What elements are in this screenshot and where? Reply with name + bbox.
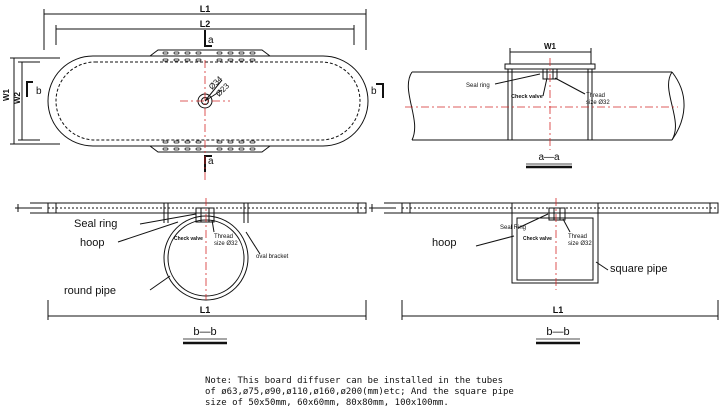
square-pipe-outer	[511, 212, 599, 284]
bb-square-dim-l1-label: L1	[553, 305, 564, 315]
dim-w2-label: W2	[13, 91, 22, 104]
aa-seal-ring-label: Seal ring	[466, 83, 490, 89]
bb-square-hoop-label: hoop	[432, 237, 456, 249]
section-a-marker-top: a	[208, 35, 214, 46]
aa-thread-label-1: Thread	[586, 93, 605, 99]
aa-dim-w1-label: W1	[544, 42, 557, 51]
bb-square-square-pipe-label: square pipe	[610, 263, 668, 275]
installation-note: Note: This board diffuser can be install…	[205, 376, 514, 409]
bb-round-oval-bracket-label: oval bracket	[256, 254, 289, 260]
section-b-marker-right: b	[371, 86, 377, 97]
bb-round-thread-label-2: size Ø32	[214, 241, 238, 247]
bb-square-check-valve-label: Check valve	[523, 236, 552, 242]
section-aa-view: W1 Seal ring Check valve Thread size Ø32…	[407, 42, 685, 169]
square-pipe-inner	[516, 217, 594, 281]
top-view: L1 L2 W1 W2 b b a a	[2, 4, 384, 172]
note-line-2: of ø63,ø75,ø90,ø110,ø160,ø200(mm)etc; An…	[205, 387, 514, 397]
bb-round-check-valve-label: Check valve	[174, 236, 203, 242]
dim-w1-label: W1	[2, 88, 11, 101]
bb-round-round-pipe-label: round pipe	[64, 285, 116, 297]
section-bb-round-view: Seal ring hoop Check valve Thread size Ø…	[15, 202, 367, 345]
bb-square-thread-label-2: size Ø32	[568, 241, 592, 247]
bb-square-seal-ring-label: Seal Ring	[500, 225, 526, 231]
note-line-3: size of 50x50mm, 60x60mm, 80x80mm, 100x1…	[205, 398, 449, 408]
dim-l1-label: L1	[200, 4, 211, 14]
aa-thread-label-2: size Ø32	[586, 100, 610, 106]
bb-round-section-title: b—b	[193, 326, 216, 338]
aa-section-title: a—a	[538, 152, 560, 163]
top-view-centerlines	[180, 60, 230, 180]
diffuser-outline	[47, 55, 369, 147]
section-aa-centerlines	[405, 58, 678, 150]
bb-square-section-title: b—b	[546, 326, 569, 338]
dim-l2-label: L2	[200, 19, 211, 29]
section-bb-square-view: Seal Ring hoop Check valve Thread size Ø…	[369, 202, 719, 345]
section-a-marker-bottom: a	[208, 156, 214, 167]
bb-round-thread-label-1: Thread	[214, 234, 233, 240]
bb-round-dim-l1-label: L1	[200, 305, 211, 315]
bb-round-hoop-label: hoop	[80, 237, 104, 249]
bb-round-seal-ring-label: Seal ring	[74, 218, 117, 230]
bb-square-thread-label-1: Thread	[568, 234, 587, 240]
section-b-marker-left: b	[36, 86, 42, 97]
note-line-1: Note: This board diffuser can be install…	[205, 376, 504, 386]
slot-holes	[162, 51, 256, 151]
aa-check-valve-label: Check valve	[511, 94, 543, 100]
